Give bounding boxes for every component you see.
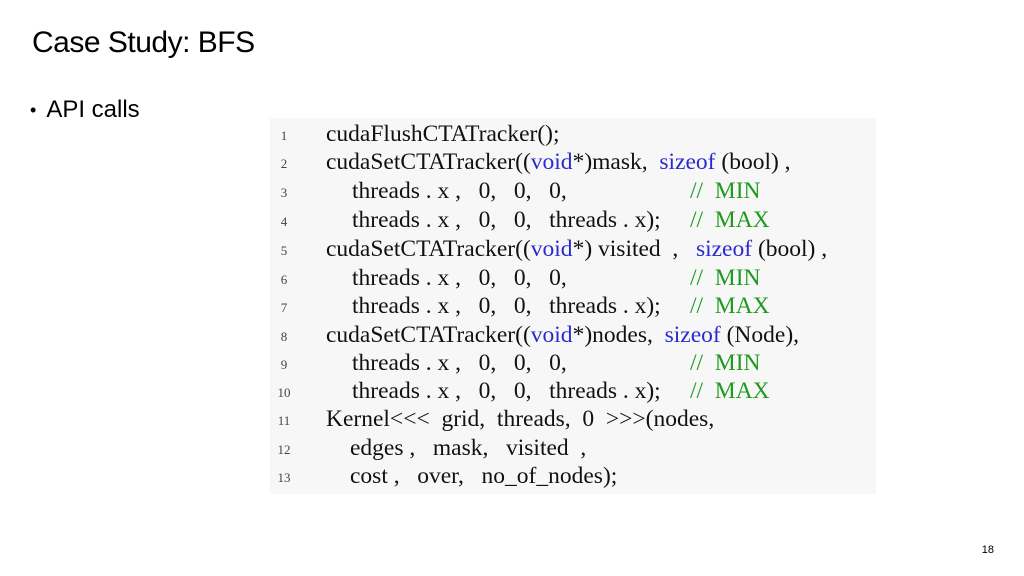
keyword: sizeof xyxy=(659,149,716,175)
code-line: 1 cudaFlushCTATracker(); xyxy=(270,120,876,148)
code-text: threads . x , 0, 0, threads . x); xyxy=(352,378,661,404)
keyword: sizeof xyxy=(664,322,721,348)
line-number: 10 xyxy=(277,385,291,400)
code-text: cudaFlushCTATracker(); xyxy=(326,121,560,147)
line-number: 5 xyxy=(280,243,288,258)
line-number: 9 xyxy=(280,357,288,372)
code-text: cudaSetCTATracker((void*)mask, sizeof (b… xyxy=(326,149,791,175)
page-number: 18 xyxy=(981,544,994,556)
line-number: 8 xyxy=(280,329,288,344)
line-number: 11 xyxy=(277,413,291,428)
code-line: 4 threads . x , 0, 0, threads . x); // M… xyxy=(270,206,876,234)
code-text: edges , mask, visited , xyxy=(350,435,587,461)
line-number: 1 xyxy=(280,128,288,143)
code-line: 5 cudaSetCTATracker((void*) visited , si… xyxy=(270,235,876,263)
code-text: threads . x , 0, 0, threads . x); xyxy=(352,293,661,319)
line-number: 13 xyxy=(277,470,291,485)
line-number: 2 xyxy=(280,156,288,171)
keyword: sizeof xyxy=(695,236,753,262)
code-line: 3 threads . x , 0, 0, 0, // MIN xyxy=(270,177,876,205)
code-text: cost , over, no_of_nodes); xyxy=(350,463,618,489)
code-comment: // MAX xyxy=(690,207,770,233)
code-image-panel: 1 cudaFlushCTATracker(); 2 cudaSetCTATra… xyxy=(270,118,876,494)
code-comment: // MAX xyxy=(690,378,770,404)
code-text: threads . x , 0, 0, 0, xyxy=(352,178,567,204)
code-line: 11 Kernel<<< grid, threads, 0 >>>(nodes, xyxy=(270,405,876,433)
code-text: Kernel<<< grid, threads, 0 >>>(nodes, xyxy=(326,406,715,432)
code-line: 8 cudaSetCTATracker((void*)nodes, sizeof… xyxy=(270,321,876,349)
code-text: cudaSetCTATracker((void*) visited , size… xyxy=(326,236,828,262)
code-line: 7 threads . x , 0, 0, threads . x); // M… xyxy=(270,292,876,320)
code-comment: // MIN xyxy=(690,178,761,204)
code-line: 9 threads . x , 0, 0, 0, // MIN xyxy=(270,349,876,377)
line-number: 3 xyxy=(280,185,288,200)
code-line: 6 threads . x , 0, 0, 0, // MIN xyxy=(270,264,876,292)
code-text: threads . x , 0, 0, threads . x); xyxy=(352,207,661,233)
bullet-text: API calls xyxy=(46,96,140,123)
code-comment: // MIN xyxy=(690,265,761,291)
code-comment: // MIN xyxy=(690,350,761,376)
keyword: void xyxy=(530,322,573,348)
keyword: void xyxy=(530,149,573,175)
code-line: 13 cost , over, no_of_nodes); xyxy=(270,462,876,490)
keyword: void xyxy=(530,236,573,262)
bullet-dot-icon: • xyxy=(30,99,37,120)
code-text: cudaSetCTATracker((void*)nodes, sizeof (… xyxy=(326,322,800,348)
code-comment: // MAX xyxy=(690,293,770,319)
line-number: 4 xyxy=(280,214,288,229)
code-line: 12 edges , mask, visited , xyxy=(270,434,876,462)
line-number: 7 xyxy=(280,300,288,315)
code-text: threads . x , 0, 0, 0, xyxy=(352,265,567,291)
bullet-item: • API calls xyxy=(30,96,140,124)
line-number: 12 xyxy=(277,442,291,457)
code-line: 10 threads . x , 0, 0, threads . x); // … xyxy=(270,377,876,405)
code-text: threads . x , 0, 0, 0, xyxy=(352,350,567,376)
slide-title: Case Study: BFS xyxy=(32,26,255,59)
line-number: 6 xyxy=(280,272,288,287)
code-line: 2 cudaSetCTATracker((void*)mask, sizeof … xyxy=(270,148,876,176)
